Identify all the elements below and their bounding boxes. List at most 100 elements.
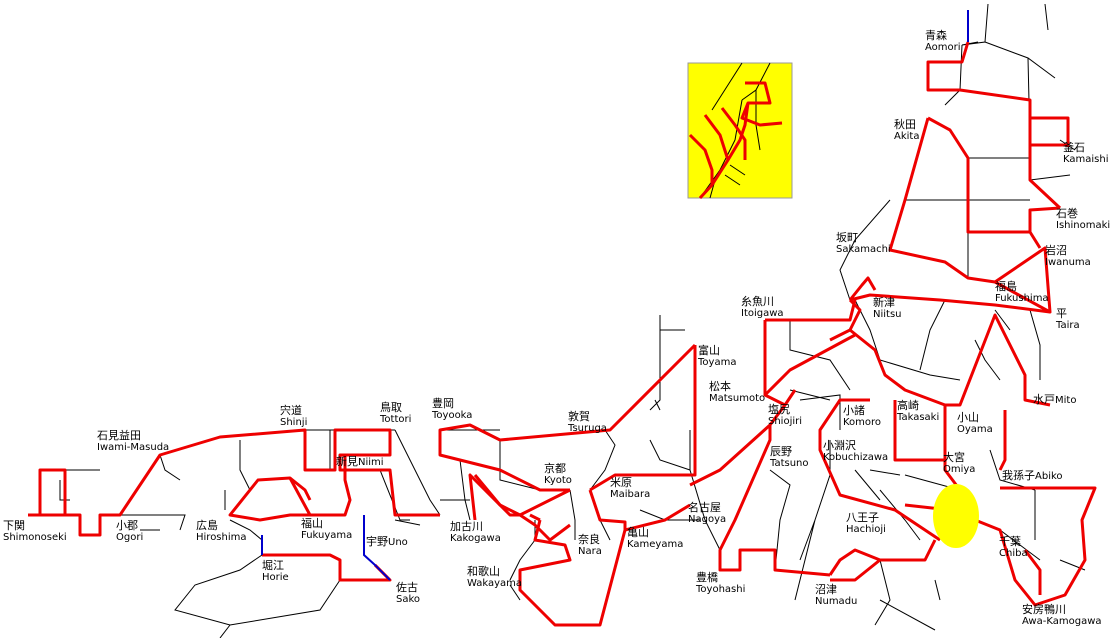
station-uno: 宇野Uno [366, 535, 408, 549]
station-en: Toyohashi [696, 584, 746, 595]
station-jp: 豊岡 [432, 397, 454, 410]
station-jp: 辰野 [770, 445, 792, 458]
station-jp: 宍道 [280, 404, 302, 417]
station-jp: 堀江 [262, 559, 284, 572]
station-jp: 岩沼 [1045, 244, 1067, 257]
station-jp: 青森 [925, 29, 947, 42]
station-en: Sakamachi [836, 244, 891, 255]
station-en: Maibara [610, 489, 651, 500]
station-jp: 糸魚川 [741, 295, 774, 308]
station-jp: 釜石 [1063, 141, 1085, 154]
station-en: Aomori [925, 42, 961, 53]
station-uno-line: 宇野Uno [366, 535, 408, 549]
station-en: Wakayama [467, 578, 523, 589]
station-jp: 松本 [709, 380, 731, 393]
station-en: Shinji [280, 417, 308, 428]
station-en: Omiya [943, 464, 976, 475]
station-abiko: 我孫子Abiko [1002, 470, 1063, 483]
station-en: Uno [388, 537, 408, 548]
station-jp: 名古屋 [688, 501, 721, 514]
station-jp: 小山 [957, 411, 979, 424]
station-en: Kyoto [544, 475, 572, 486]
route-lines [28, 41, 1097, 627]
special-lines [261, 10, 969, 581]
station-jp: 沼津 [815, 583, 837, 596]
station-jp: 新津 [873, 296, 895, 309]
station-en: Itoigawa [741, 308, 784, 319]
station-jp: 坂町 [836, 231, 858, 244]
station-jp: 奈良 [578, 533, 600, 546]
station-en: Nagoya [688, 514, 727, 525]
station-en: Nara [578, 546, 602, 557]
station-en: Sako [396, 594, 421, 605]
station-jp: 豊橋 [696, 571, 718, 584]
station-jp: 亀山 [627, 526, 649, 539]
station-en: Abiko [1035, 471, 1063, 482]
station-en: Hiroshima [196, 532, 247, 543]
station-en: Kameyama [627, 539, 684, 550]
station-jp: 石見益田 [97, 429, 141, 442]
station-en: Iwami-Masuda [97, 442, 170, 453]
station-abiko-line: 我孫子Abiko [1002, 470, 1063, 483]
station-jp: 富山 [698, 344, 720, 357]
other-lines [59, 3, 1086, 638]
station-jp: 石巻 [1056, 207, 1078, 220]
station-jp: 和歌山 [467, 565, 500, 578]
station-en: Ishinomaki [1056, 220, 1111, 231]
station-jp: 塩尻 [768, 403, 790, 416]
station-en: Ogori [116, 532, 144, 543]
station-en: Numadu [815, 596, 858, 607]
station-jp: 八王子 [846, 511, 879, 524]
station-mito-line: 水戸Mito [1033, 394, 1077, 407]
station-en: Shiojiri [768, 416, 803, 427]
station-jp: 米原 [610, 476, 632, 489]
station-en: Shimonoseki [3, 532, 67, 543]
station-en: Fukushima [995, 293, 1049, 304]
station-jp: 佐古 [396, 581, 418, 594]
station-en: Iwanuma [1045, 257, 1091, 268]
station-jp: 秋田 [894, 118, 916, 131]
station-jp: 福山 [301, 517, 323, 530]
station-jp: 平 [1056, 307, 1067, 320]
station-jp: 安房鴨川 [1022, 603, 1066, 616]
station-en: Niimi [358, 457, 384, 468]
station-en: Tottori [380, 414, 412, 425]
station-en: Kakogawa [450, 533, 501, 544]
station-en: Hachioji [846, 524, 886, 535]
station-en: Mito [1055, 395, 1077, 406]
station-en: Kamaishi [1063, 154, 1109, 165]
station-en: Taira [1056, 320, 1080, 331]
station-jp: 宇野 [366, 535, 388, 548]
station-jp: 鳥取 [380, 401, 402, 414]
station-en: Toyama [698, 357, 737, 368]
station-jp: 京都 [544, 462, 566, 475]
station-en: Niitsu [873, 309, 902, 320]
station-jp: 小淵沢 [823, 439, 856, 452]
